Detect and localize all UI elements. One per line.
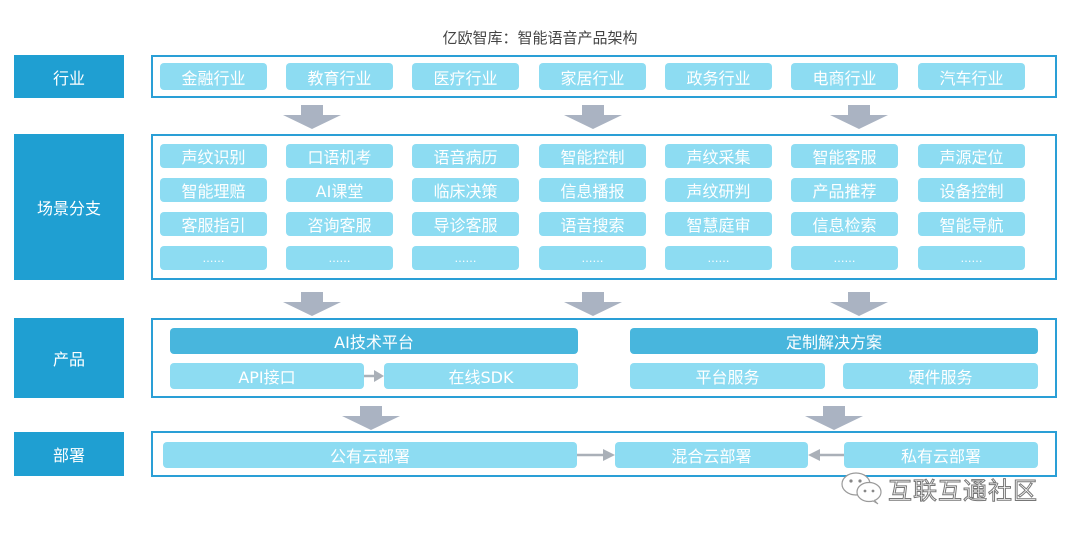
wechat-icon bbox=[841, 472, 882, 505]
watermark: 互联互通社区 bbox=[840, 470, 1038, 506]
hybrid-cloud-item: 混合云部署 bbox=[615, 442, 808, 468]
scenario-item: 口语机考 bbox=[286, 144, 393, 168]
online-sdk-item: 在线SDK bbox=[384, 363, 578, 389]
scenario-more-item: …… bbox=[665, 246, 772, 270]
scenario-item: 声纹采集 bbox=[665, 144, 772, 168]
layer-label-products: 产品 bbox=[14, 318, 124, 398]
scenario-item: 语音病历 bbox=[412, 144, 519, 168]
industry-item: 金融行业 bbox=[160, 63, 267, 90]
platform-service-item: 平台服务 bbox=[630, 363, 825, 389]
scenario-item: 声源定位 bbox=[918, 144, 1025, 168]
scenario-item: 智慧庭审 bbox=[665, 212, 772, 236]
scenario-item: 客服指引 bbox=[160, 212, 267, 236]
scenario-more-item: …… bbox=[286, 246, 393, 270]
scenario-more-item: …… bbox=[412, 246, 519, 270]
page-title: 亿欧智库：智能语音产品架构 bbox=[442, 29, 638, 47]
deployment-frame: 公有云部署 混合云部署 私有云部署 bbox=[151, 431, 1057, 477]
industry-item: 家居行业 bbox=[539, 63, 646, 90]
down-arrow-icon bbox=[564, 105, 622, 129]
industry-item: 电商行业 bbox=[791, 63, 898, 90]
scenario-more-item: …… bbox=[791, 246, 898, 270]
custom-solution-header: 定制解决方案 bbox=[630, 328, 1038, 354]
scenario-item: 信息检索 bbox=[791, 212, 898, 236]
right-arrow-icon bbox=[364, 370, 384, 382]
down-arrow-icon bbox=[564, 292, 622, 316]
down-arrow-icon bbox=[805, 406, 863, 430]
scenario-item: 临床决策 bbox=[412, 178, 519, 202]
public-cloud-item: 公有云部署 bbox=[163, 442, 577, 468]
down-arrow-icon bbox=[342, 406, 400, 430]
scenario-item: 智能客服 bbox=[791, 144, 898, 168]
scenario-item: 咨询客服 bbox=[286, 212, 393, 236]
down-arrow-icon bbox=[283, 105, 341, 129]
industry-frame: 金融行业 教育行业 医疗行业 家居行业 政务行业 电商行业 汽车行业 bbox=[151, 55, 1057, 98]
scenario-item: 智能理赔 bbox=[160, 178, 267, 202]
industry-item: 教育行业 bbox=[286, 63, 393, 90]
layer-label-scenarios: 场景分支 bbox=[14, 134, 124, 280]
scenario-item: 语音搜索 bbox=[539, 212, 646, 236]
private-cloud-item: 私有云部署 bbox=[844, 442, 1038, 468]
industry-item: 政务行业 bbox=[665, 63, 772, 90]
hardware-service-item: 硬件服务 bbox=[843, 363, 1038, 389]
scenario-item: 智能控制 bbox=[539, 144, 646, 168]
left-arrow-icon bbox=[808, 449, 844, 461]
scenarios-frame: 声纹识别智能理赔客服指引 …… 口语机考 AI课堂咨询客服 …… 语音病历临床决策导诊客服… bbox=[151, 134, 1057, 280]
industry-item: 汽车行业 bbox=[918, 63, 1025, 90]
scenario-more-item: …… bbox=[918, 246, 1025, 270]
scenario-more-item: …… bbox=[539, 246, 646, 270]
ai-platform-header: AI技术平台 bbox=[170, 328, 578, 354]
scenario-item: 设备控制 bbox=[918, 178, 1025, 202]
down-arrow-icon bbox=[283, 292, 341, 316]
industry-item: 医疗行业 bbox=[412, 63, 519, 90]
scenario-item: 导诊客服 bbox=[412, 212, 519, 236]
down-arrow-icon bbox=[830, 292, 888, 316]
scenario-item: 智能导航 bbox=[918, 212, 1025, 236]
scenario-item: 产品推荐 bbox=[791, 178, 898, 202]
layer-label-deployment: 部署 bbox=[14, 432, 124, 476]
scenario-item: 声纹研判 bbox=[665, 178, 772, 202]
watermark-text: 互联互通社区 bbox=[888, 476, 1038, 505]
scenario-more-item: …… bbox=[160, 246, 267, 270]
api-interface-item: API接口 bbox=[170, 363, 364, 389]
scenario-item: 声纹识别 bbox=[160, 144, 267, 168]
products-frame: AI技术平台 API接口 在线SDK 定制解决方案 平台服务 硬件服务 bbox=[151, 318, 1057, 398]
scenario-item: 信息播报 bbox=[539, 178, 646, 202]
down-arrow-icon bbox=[830, 105, 888, 129]
right-arrow-icon bbox=[577, 449, 615, 461]
scenario-item: AI课堂 bbox=[286, 178, 393, 202]
layer-label-industry: 行业 bbox=[14, 55, 124, 98]
